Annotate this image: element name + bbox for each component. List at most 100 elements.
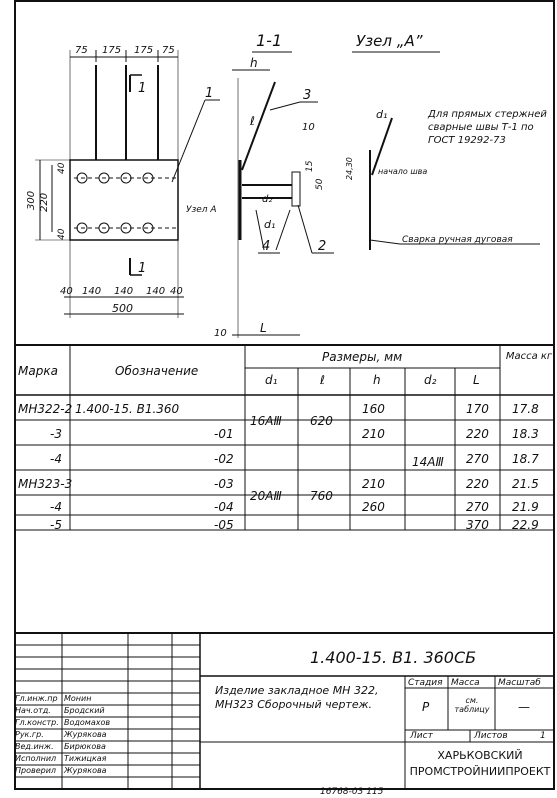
dim-300: 300	[26, 191, 37, 210]
table-cell-designation: -01	[214, 427, 234, 441]
table-cell-d2: 14АⅢ	[412, 455, 444, 469]
table-cell-mass: 18.3	[512, 427, 539, 441]
sheet-label: Лист	[410, 731, 433, 741]
table-cell-mark: МН322-2	[18, 402, 73, 416]
drawing-code: 1.400-15. В1. 360СБ	[310, 648, 477, 667]
dim-bot-4: 140	[146, 286, 165, 297]
detail-d1: d₁	[376, 108, 387, 121]
table-cell-L: 170	[466, 402, 489, 416]
dim-bot-3: 140	[114, 286, 133, 297]
table-cell-L: 270	[466, 452, 489, 466]
hdr-d2: d₂	[424, 373, 437, 387]
table-cell-designation: 1.400-15. В1.360	[75, 402, 180, 416]
assembly-drawing: 75 175 175 75 1 1 1 300 220 40 40 40 140…	[26, 31, 540, 339]
person-name: Монин	[64, 694, 92, 703]
mass-header: Масса	[451, 678, 480, 688]
scale-value: —	[518, 700, 530, 714]
hdr-h: h	[373, 373, 381, 387]
dim-10a: 10	[302, 122, 315, 133]
table-cell-designation: -03	[214, 477, 234, 491]
mass-value: см. таблицу	[454, 696, 490, 714]
table-cell-mass: 21.5	[512, 477, 539, 491]
organization: ХАРЬКОВСКИЙ ПРОМСТРОЙНИИПРОЕКТ	[409, 749, 551, 778]
stage-header: Стадия	[408, 678, 443, 688]
hdr-sizes: Размеры, мм	[322, 350, 403, 364]
cut-mark-top: 1	[138, 81, 146, 96]
dim-l-bottom: L	[260, 321, 267, 335]
leader-1: 1	[205, 86, 213, 101]
table-cell-l: 620	[310, 414, 333, 428]
dim-top-1: 75	[75, 45, 88, 56]
table-cell-L: 370	[466, 518, 489, 532]
stage-value: Р	[422, 700, 430, 714]
table-cell-h: 260	[362, 500, 385, 514]
table-cell-designation: -02	[214, 452, 234, 466]
table-cell-mass: 18.7	[512, 452, 539, 466]
dim-d2: d₂	[262, 194, 272, 205]
weld-manual: Сварка ручная дуговая	[402, 235, 513, 245]
dim-bot-2: 140	[82, 286, 101, 297]
hdr-l: ℓ	[320, 373, 325, 387]
table-cell-h: 210	[362, 477, 385, 491]
person-name: Бирюкова	[64, 742, 106, 751]
table-cell-L: 270	[466, 500, 489, 514]
person-name: Журякова	[64, 766, 107, 775]
hdr-designation: Обозначение	[115, 364, 199, 378]
table-cell-h: 160	[362, 402, 385, 416]
dim-l-top: ℓ	[249, 114, 255, 128]
dim-bot-1: 40	[60, 286, 73, 297]
table-cell-mark: -5	[50, 518, 62, 532]
dim-d1: d₁	[264, 218, 275, 231]
node-label: Узел „А”	[356, 32, 423, 50]
detail-start: начало шва	[378, 167, 427, 176]
hdr-mark: Марка	[18, 364, 58, 378]
dim-bot-5: 40	[170, 286, 183, 297]
dim-500: 500	[112, 302, 133, 315]
product-name: Изделие закладное МН 322, МН323 Сборочны…	[215, 684, 379, 711]
cut-mark-bottom: 1	[138, 261, 146, 276]
weld-note: Для прямых стержней сварные швы Т-1 по Г…	[428, 109, 547, 146]
table-cell-mass: 17.8	[512, 402, 539, 416]
person-role: Вед.инж.	[15, 742, 54, 751]
hdr-mass: Масса кг	[505, 351, 553, 362]
person-role: Исполнил	[15, 754, 57, 763]
table-cell-mark: -3	[50, 427, 62, 441]
leader-2: 2	[318, 239, 326, 254]
person-name: Бродский	[64, 706, 105, 715]
person-name: Тижицкая	[64, 754, 107, 763]
dim-50: 50	[315, 178, 325, 190]
detail-24-30: 24,30	[345, 157, 354, 180]
hdr-L: L	[473, 373, 480, 387]
dim-top-4: 75	[162, 45, 175, 56]
node-a-ref: Узел А	[186, 205, 217, 215]
dim-15: 15	[305, 160, 315, 172]
sheets-count: 1	[540, 731, 546, 741]
person-role: Гл.инж.пр	[15, 694, 58, 703]
table-cell-L: 220	[466, 427, 489, 441]
table-cell-h: 210	[362, 427, 385, 441]
table-cell-designation: -05	[214, 518, 234, 532]
person-role: Гл.констр.	[15, 718, 59, 727]
table-cell-mass: 22.9	[512, 518, 539, 532]
table-cell-L: 220	[466, 477, 489, 491]
table-cell-mark: -4	[50, 500, 62, 514]
scale-header: Масштаб	[498, 678, 541, 688]
dim-40b: 40	[57, 228, 67, 240]
footer-code: 16768-03 115	[320, 787, 384, 797]
dim-top-2: 175	[102, 45, 121, 56]
table-cell-d1: 20АⅢ	[250, 489, 282, 503]
person-role: Рук.гр.	[15, 730, 44, 739]
person-role: Проверил	[15, 766, 57, 775]
section-label: 1-1	[256, 31, 282, 50]
dim-h: h	[250, 56, 258, 70]
leader-4: 4	[262, 239, 270, 254]
sheets-label: Листов	[474, 731, 508, 741]
table-cell-mark: -4	[50, 452, 62, 466]
person-name: Журякова	[64, 730, 107, 739]
table-cell-mass: 21.9	[512, 500, 539, 514]
hdr-d1: d₁	[265, 373, 278, 387]
person-name: Водомахов	[64, 718, 111, 727]
dim-40a: 40	[57, 162, 67, 174]
table-cell-designation: -04	[214, 500, 234, 514]
